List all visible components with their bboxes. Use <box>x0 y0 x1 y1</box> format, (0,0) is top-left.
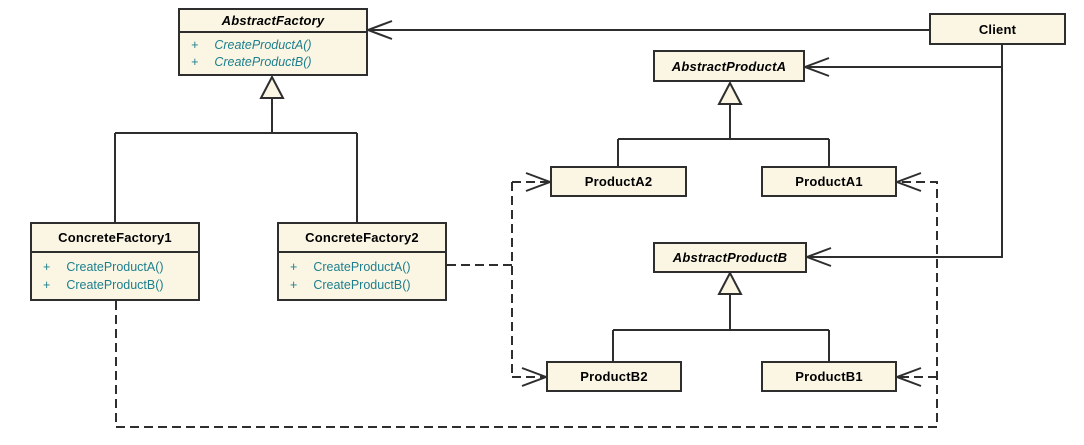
open-arrow-icon <box>804 247 832 267</box>
method-signature: CreateProductA() <box>66 260 164 274</box>
class-client: Client <box>929 13 1066 45</box>
method: + CreateProductB() <box>191 54 362 71</box>
class-producta2: ProductA2 <box>550 166 687 197</box>
generalization-products-a <box>617 80 830 166</box>
class-abstractproducta: AbstractProductA <box>653 50 805 82</box>
method: + CreateProductB() <box>290 276 441 294</box>
method-signature: CreateProductB() <box>214 55 312 69</box>
class-producta1: ProductA1 <box>761 166 897 197</box>
association-client-abstractfactory <box>365 20 929 40</box>
class-title: AbstractFactory <box>221 13 325 28</box>
methods-compartment: + CreateProductA() + CreateProductB() <box>32 251 198 299</box>
method-visibility: + <box>290 260 298 274</box>
method-visibility: + <box>43 278 51 292</box>
class-title: ConcreteFactory1 <box>58 230 172 245</box>
method-signature: CreateProductA() <box>214 38 312 52</box>
method-visibility: + <box>290 278 298 292</box>
method-signature: CreateProductB() <box>66 278 164 292</box>
class-title: AbstractProductA <box>671 58 787 74</box>
method-signature: CreateProductB() <box>313 278 411 292</box>
method: + CreateProductA() <box>290 258 441 276</box>
hollow-triangle-icon <box>717 80 743 105</box>
method: + CreateProductA() <box>191 37 362 54</box>
class-title: ProductB1 <box>795 369 863 384</box>
class-productb1: ProductB1 <box>761 361 897 392</box>
class-abstractproductb: AbstractProductB <box>653 242 807 273</box>
class-productb2: ProductB2 <box>546 361 682 392</box>
dependency-concretefactory1 <box>115 172 938 428</box>
method: + CreateProductB() <box>43 276 194 294</box>
hollow-triangle-icon <box>717 270 743 295</box>
method-visibility: + <box>191 38 199 52</box>
class-title: Client <box>978 21 1017 37</box>
open-arrow-icon <box>802 57 830 77</box>
class-title: ProductA2 <box>584 174 653 189</box>
methods-compartment: + CreateProductA() + CreateProductB() <box>180 31 366 74</box>
class-title: ConcreteFactory2 <box>305 230 419 245</box>
open-arrow-icon <box>365 20 393 40</box>
methods-compartment: + CreateProductA() + CreateProductB() <box>279 251 445 299</box>
open-arrow-icon <box>894 172 922 192</box>
association-client-abstractproducts <box>802 45 1003 267</box>
generalization-products-b <box>612 270 830 361</box>
method: + CreateProductA() <box>43 258 194 276</box>
generalization-factories <box>114 74 358 222</box>
class-concretefactory1: ConcreteFactory1 + CreateProductA() + Cr… <box>30 222 200 301</box>
open-arrow-icon <box>894 367 922 387</box>
class-abstractfactory: AbstractFactory + CreateProductA() + Cre… <box>178 8 368 76</box>
method-visibility: + <box>43 260 51 274</box>
class-concretefactory2: ConcreteFactory2 + CreateProductA() + Cr… <box>277 222 447 301</box>
class-title: AbstractProductB <box>672 250 788 265</box>
method-signature: CreateProductA() <box>313 260 411 274</box>
hollow-triangle-icon <box>259 74 285 99</box>
class-title: ProductB2 <box>580 369 648 384</box>
dependency-concretefactory2 <box>447 172 553 387</box>
method-visibility: + <box>191 55 199 69</box>
class-title: ProductA1 <box>795 174 863 189</box>
